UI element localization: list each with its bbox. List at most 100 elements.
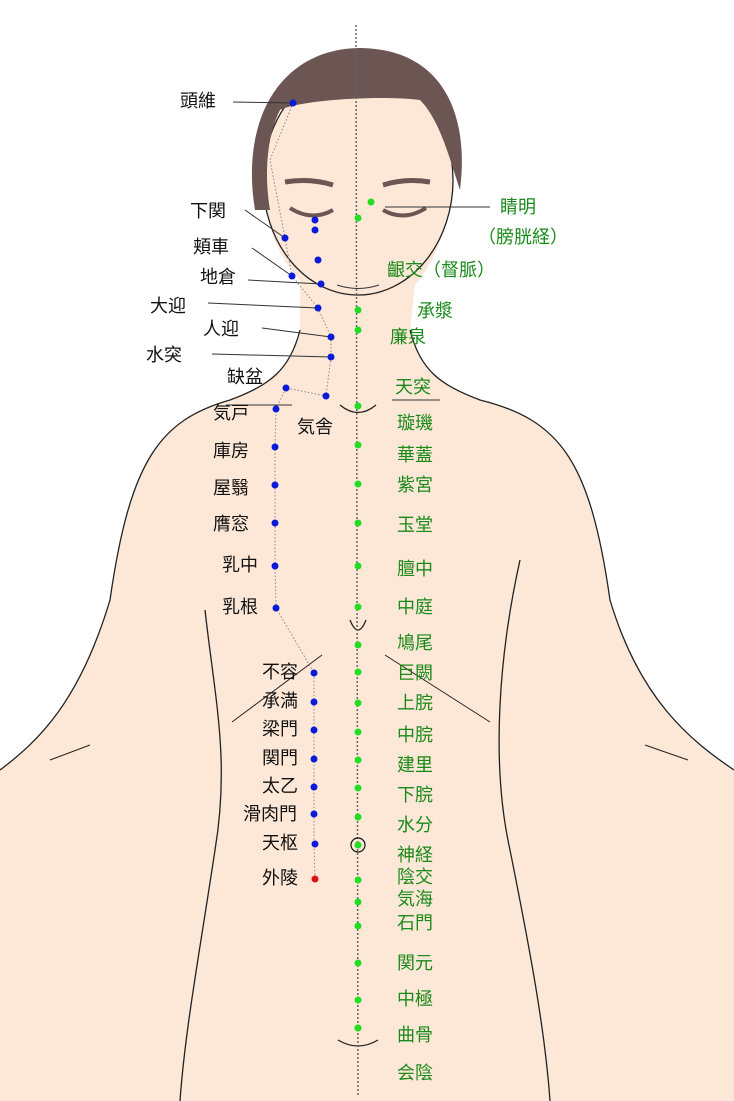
- eye-left: [288, 206, 334, 218]
- conception-point: [354, 603, 362, 611]
- point-label: 屋翳: [213, 478, 249, 499]
- eye-right: [382, 206, 428, 218]
- stomach-point: [314, 256, 322, 264]
- point-label: 中庭: [397, 597, 433, 618]
- conception-point: [354, 480, 362, 488]
- stomach-point: [311, 840, 319, 848]
- point-label: 鳩尾: [397, 633, 433, 654]
- conception-point: [354, 959, 362, 967]
- conception-point: [354, 306, 362, 314]
- point-label: 建里: [397, 755, 433, 776]
- conception-point: [354, 402, 362, 410]
- stomach-point: [311, 216, 319, 224]
- conception-point: [354, 784, 362, 792]
- point-label: 巨闕: [397, 663, 433, 684]
- conception-point: [354, 326, 362, 334]
- stomach-point: [310, 726, 318, 734]
- stomach-point: [271, 443, 279, 451]
- point-label: 関門: [262, 748, 298, 769]
- point-label: 気戸: [213, 403, 249, 424]
- conception-point: [354, 1024, 362, 1032]
- point-label: 天突: [395, 377, 431, 398]
- mouth: [336, 284, 380, 289]
- conception-point: [354, 756, 362, 764]
- point-label: 外陵: [262, 868, 298, 889]
- conception-point: [354, 519, 362, 527]
- point-label: 承漿: [417, 301, 453, 322]
- point-label: 頬車: [193, 237, 229, 258]
- point-label: 水突: [146, 345, 182, 366]
- point-label: 天枢: [262, 833, 298, 854]
- stomach-point: [311, 226, 319, 234]
- leader-line: [251, 247, 293, 277]
- point-label: 齦交（督脈）: [387, 260, 495, 281]
- point-label: 人迎: [203, 319, 239, 340]
- leader-line: [211, 353, 332, 358]
- point-label: 石門: [397, 913, 433, 934]
- conception-point: [354, 728, 362, 736]
- point-label: 水分: [397, 815, 433, 836]
- stomach-point: [282, 384, 290, 392]
- point-label: 睛明: [500, 197, 536, 218]
- point-label: 庫房: [213, 441, 249, 462]
- point-label: 廉泉: [390, 327, 426, 348]
- point-label: 梁門: [262, 719, 298, 740]
- point-label: 大迎: [150, 296, 186, 317]
- point-label: 中脘: [397, 725, 433, 746]
- stomach-point: [271, 562, 279, 570]
- point-label: 不容: [262, 662, 298, 683]
- stomach-point: [289, 99, 297, 107]
- stomach-point: [311, 875, 319, 883]
- conception-point: [354, 898, 362, 906]
- point-label: 下関: [190, 201, 226, 222]
- yinjiao-point: [354, 214, 362, 222]
- point-label: 地倉: [200, 267, 236, 288]
- conception-point: [354, 641, 362, 649]
- conception-point: [354, 441, 362, 449]
- point-label: 中極: [397, 989, 433, 1010]
- point-label: 華蓋: [397, 445, 433, 466]
- leader-line: [261, 327, 332, 338]
- conception-point: [354, 668, 362, 676]
- point-label: （膀胱経）: [478, 227, 568, 248]
- stomach-point: [272, 604, 280, 612]
- point-label: 膺窓: [213, 514, 249, 535]
- eyebrow-left: [284, 178, 334, 188]
- stomach-point: [272, 405, 280, 413]
- stomach-point: [327, 353, 335, 361]
- stomach-point: [310, 698, 318, 706]
- stomach-point: [317, 280, 325, 288]
- point-label: 関元: [397, 953, 433, 974]
- jingming-point: [367, 198, 375, 206]
- stomach-point: [310, 669, 318, 677]
- hair: [251, 48, 462, 210]
- conception-point: [354, 922, 362, 930]
- point-label: 気舎: [297, 417, 333, 438]
- conception-point: [354, 841, 362, 849]
- point-label: 頭維: [180, 91, 216, 112]
- point-label: 会陰: [397, 1063, 433, 1084]
- stomach-point: [281, 234, 289, 242]
- conception-point: [354, 876, 362, 884]
- point-label: 陰交: [397, 867, 433, 888]
- point-label: 承満: [262, 691, 298, 712]
- point-label: 紫宮: [397, 475, 433, 496]
- stomach-point: [271, 481, 279, 489]
- point-label: 玉堂: [397, 515, 433, 536]
- stomach-point: [322, 392, 330, 400]
- point-label: 缺盆: [227, 367, 263, 388]
- point-label: 膻中: [397, 559, 433, 580]
- point-label: 気海: [397, 889, 433, 910]
- point-label: 上脘: [397, 693, 433, 714]
- stomach-point: [327, 333, 335, 341]
- point-label: 神経: [397, 845, 433, 866]
- stomach-point: [288, 272, 296, 280]
- point-label: 曲骨: [397, 1025, 433, 1046]
- point-label: 乳中: [222, 555, 258, 576]
- body-outline: [0, 64, 734, 1101]
- point-label: 滑肉門: [243, 804, 297, 825]
- conception-point: [354, 996, 362, 1004]
- point-label: 乳根: [222, 597, 258, 618]
